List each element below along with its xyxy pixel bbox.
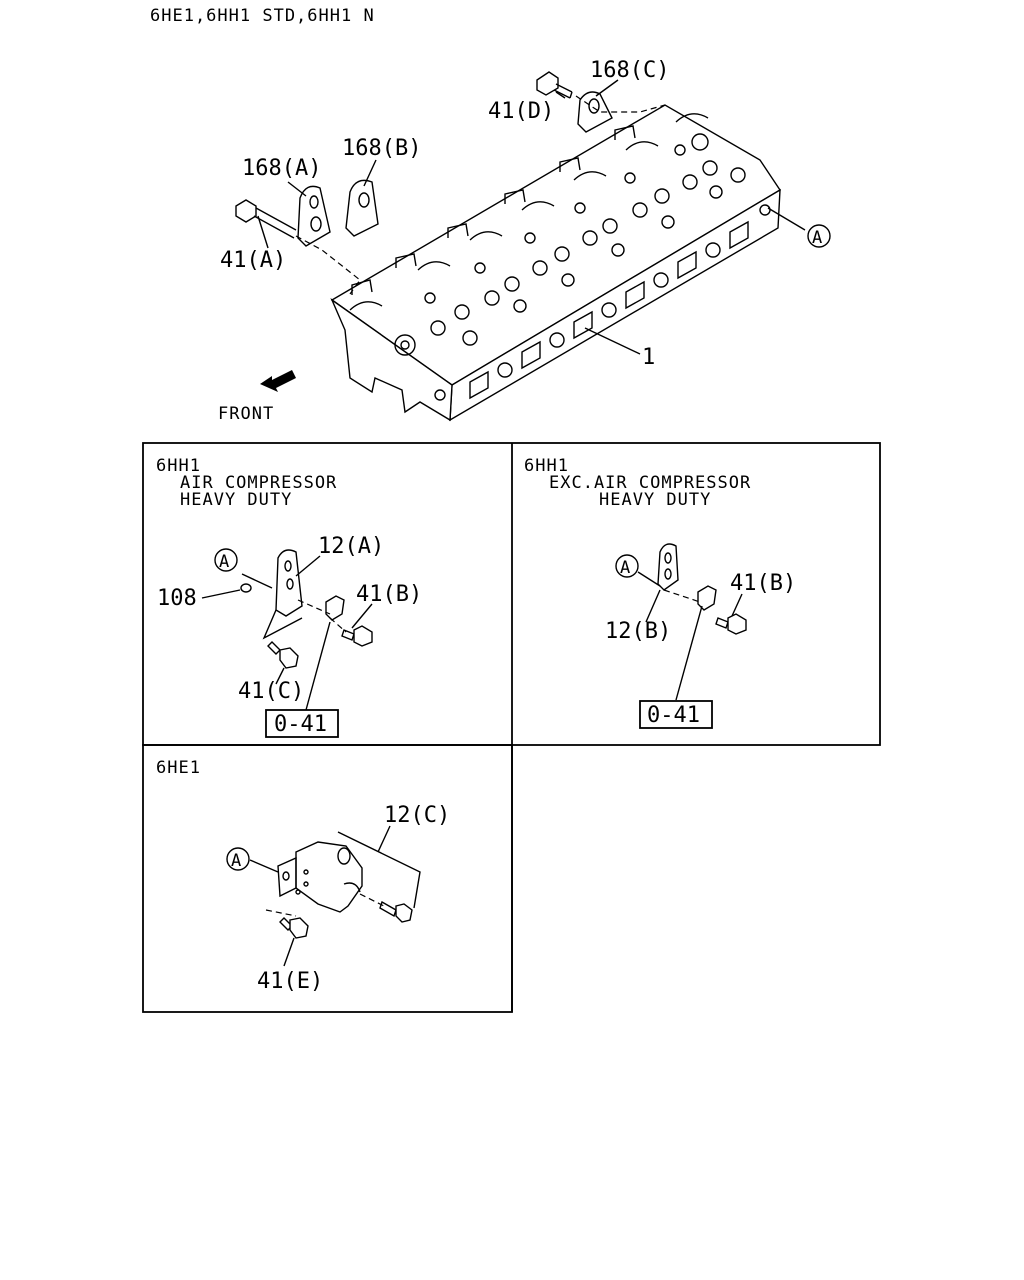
panel-3-model: 6HE1: [156, 758, 201, 778]
label-bolt-41d: 41(D): [488, 99, 554, 124]
panel-2-reference-a-marker: A: [615, 554, 639, 578]
panel-1-ref-box-label: 0-41: [274, 712, 327, 737]
svg-text:A: A: [219, 552, 229, 572]
panel-1-line2: HEAVY DUTY: [180, 490, 292, 510]
label-bracket-12a: 12(A): [318, 534, 384, 559]
front-label: FRONT: [218, 404, 274, 424]
clip-drawing: [325, 595, 345, 621]
label-bolt-41b-p2: 41(B): [730, 571, 796, 596]
variant-panels: [142, 442, 881, 1013]
gasket-168c-drawing: [577, 91, 613, 133]
bolt-41a-drawing: [235, 199, 297, 239]
svg-text:A: A: [620, 558, 630, 578]
bracket-12b-drawing: [657, 543, 679, 591]
label-bracket-12b: 12(B): [605, 619, 671, 644]
bolt-41e-drawing: [279, 917, 309, 939]
front-arrow-icon: [260, 370, 296, 392]
ring-108-drawing: [240, 583, 252, 593]
panel-1-model: 6HH1: [156, 456, 201, 476]
panel-1-reference-a-marker: A: [214, 548, 238, 572]
label-gasket-168a: 168(A): [242, 156, 321, 181]
bolt-41c-drawing: [267, 641, 299, 669]
gasket-168b-drawing: [345, 179, 379, 237]
label-gasket-168b: 168(B): [342, 136, 421, 161]
label-bolt-41c: 41(C): [238, 679, 304, 704]
panel-1-line1: AIR COMPRESSOR: [180, 473, 337, 493]
panel-2-line1: EXC.AIR COMPRESSOR: [549, 473, 751, 493]
label-cylinder-head: 1: [642, 345, 655, 370]
panel-2-model: 6HH1: [524, 456, 569, 476]
panel-2-ref-box-label: 0-41: [647, 703, 700, 728]
clip-p2-drawing: [697, 585, 717, 611]
bracket-12c-drawing: [277, 841, 363, 913]
gasket-168a-drawing: [297, 185, 331, 247]
panel-6he1: 6HE1 A 12(C) 41(E): [156, 758, 450, 994]
panel-2-line2: HEAVY DUTY: [599, 490, 711, 510]
panel-1-ref-box: [265, 709, 339, 738]
bolt-41d-drawing: [536, 71, 573, 99]
panel-3-reference-a-marker: A: [226, 847, 250, 871]
svg-text:A: A: [812, 228, 822, 248]
panel-6hh1-exc-air-compressor: 6HH1 EXC.AIR COMPRESSOR HEAVY DUTY A 41(…: [524, 456, 796, 729]
bolt-41b-p2-drawing: [715, 613, 747, 635]
cylinder-head-view: 41(D) 168(C) 168(A) 168(B) 41(A) A 1 FRO…: [218, 58, 831, 424]
label-gasket-168c: 168(C): [590, 58, 669, 83]
label-bracket-12c: 12(C): [384, 803, 450, 828]
label-bolt-41e: 41(E): [257, 969, 323, 994]
panel-2-ref-box: [639, 700, 713, 729]
svg-text:A: A: [231, 851, 241, 871]
label-bolt-41a: 41(A): [220, 248, 286, 273]
label-ring-108: 108: [157, 586, 197, 611]
bolt-41b-p1-drawing: [341, 625, 373, 647]
label-bolt-41b-p1: 41(B): [356, 582, 422, 607]
bolt-small-drawing: [379, 900, 413, 923]
reference-a-marker: A: [807, 224, 831, 248]
panel-6hh1-air-compressor: 6HH1 AIR COMPRESSOR HEAVY DUTY: [156, 456, 422, 738]
bracket-12a-drawing: [262, 549, 303, 640]
cylinder-head-drawing: [330, 104, 781, 422]
page-title: 6HE1,6HH1 STD,6HH1 N: [150, 6, 375, 26]
